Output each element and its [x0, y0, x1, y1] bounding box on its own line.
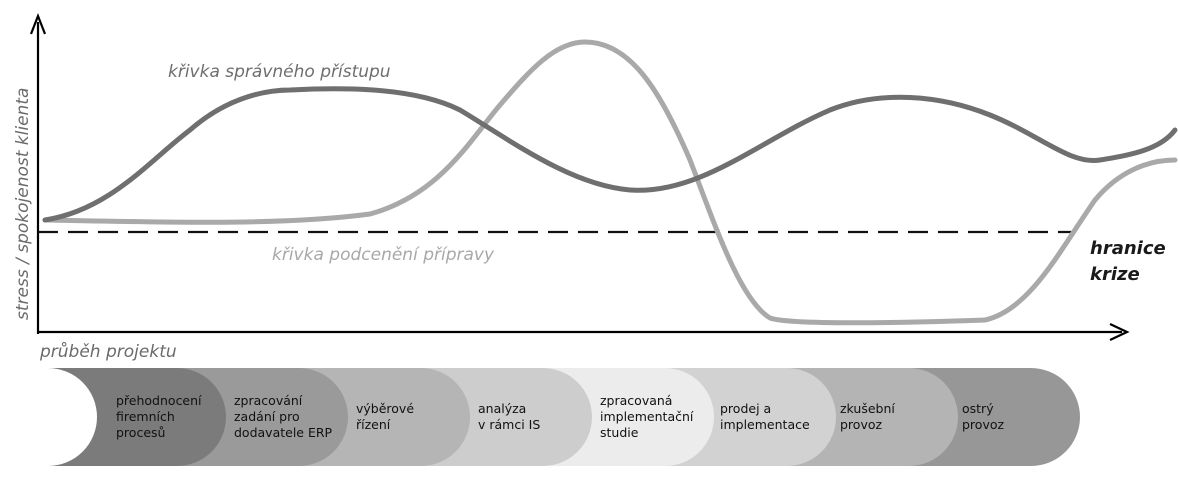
underestimated-preparation-label: křivka podcenění přípravy [272, 245, 495, 265]
phase-label-line: prodej a [720, 401, 771, 416]
crisis-label-line1: hranice [1090, 238, 1166, 259]
phase-label-line: zpracovaná [600, 393, 672, 408]
phase-label-line: implementační [600, 409, 694, 424]
phase-label-line: přehodnocení [116, 393, 202, 408]
phase-label-line: provoz [840, 417, 882, 432]
phase-label-line: zkušební [840, 401, 895, 416]
underestimated-preparation-curve [42, 39, 1178, 326]
phase-label-line: ostrý [962, 401, 994, 416]
correct-approach-curve [42, 86, 1178, 223]
x-axis-arrow [1109, 323, 1130, 341]
phase-label-line: zadání pro [234, 409, 300, 424]
phase-label-line: procesů [116, 425, 165, 440]
phase-label-line: studie [600, 425, 639, 440]
crisis-label-line2: krize [1090, 264, 1140, 285]
y-axis-label: stress / spokojenost klienta [13, 88, 33, 320]
phase-label-line: implementace [720, 417, 810, 432]
phase-label-line: dodavatele ERP [234, 425, 333, 440]
correct-approach-label: křivka správného přístupu [168, 62, 391, 82]
phase-label-line: v rámci IS [478, 417, 540, 432]
x-axis-label: průběh projektu [39, 341, 177, 362]
phase-label-line: provoz [962, 417, 1004, 432]
phase-label-line: řízení [356, 417, 391, 432]
phase-label-line: výběrové [356, 401, 414, 416]
phase-label-line: zpracování [234, 393, 303, 408]
y-axis-arrow [29, 12, 47, 35]
phase-label-line: firemních [116, 409, 175, 424]
phase-label-line: analýza [478, 401, 526, 416]
phase-shape [48, 368, 226, 466]
